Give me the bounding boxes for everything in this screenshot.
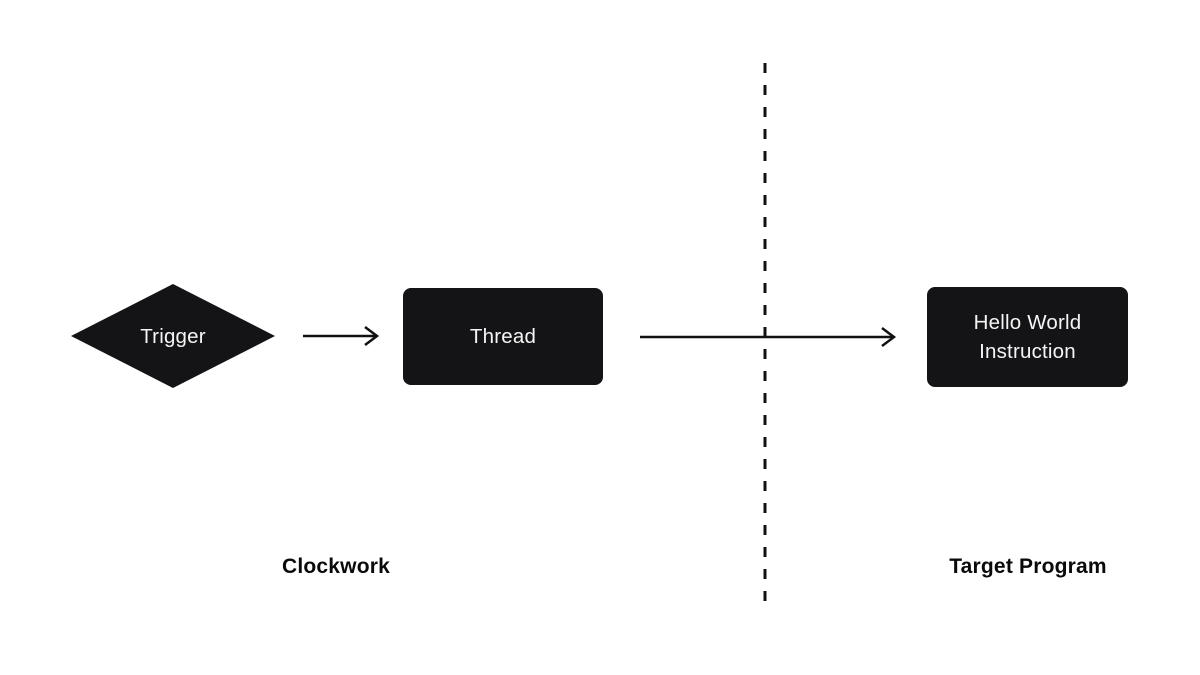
section-label-clockwork: Clockwork: [282, 555, 390, 578]
arrowhead-icon: [364, 326, 380, 346]
section-label-target-program: Target Program: [949, 555, 1107, 578]
node-thread: Thread: [403, 288, 603, 385]
node-thread-label: Thread: [469, 325, 537, 348]
arrow-thread-to-instruction: [640, 327, 897, 347]
node-hello-world-instruction: Hello World Instruction: [927, 287, 1128, 387]
node-trigger-label: Trigger: [140, 324, 206, 348]
arrow-trigger-to-thread: [303, 326, 380, 346]
arrowhead-icon: [881, 327, 897, 347]
node-hello-world-instruction-label: Hello World Instruction: [973, 311, 1082, 363]
